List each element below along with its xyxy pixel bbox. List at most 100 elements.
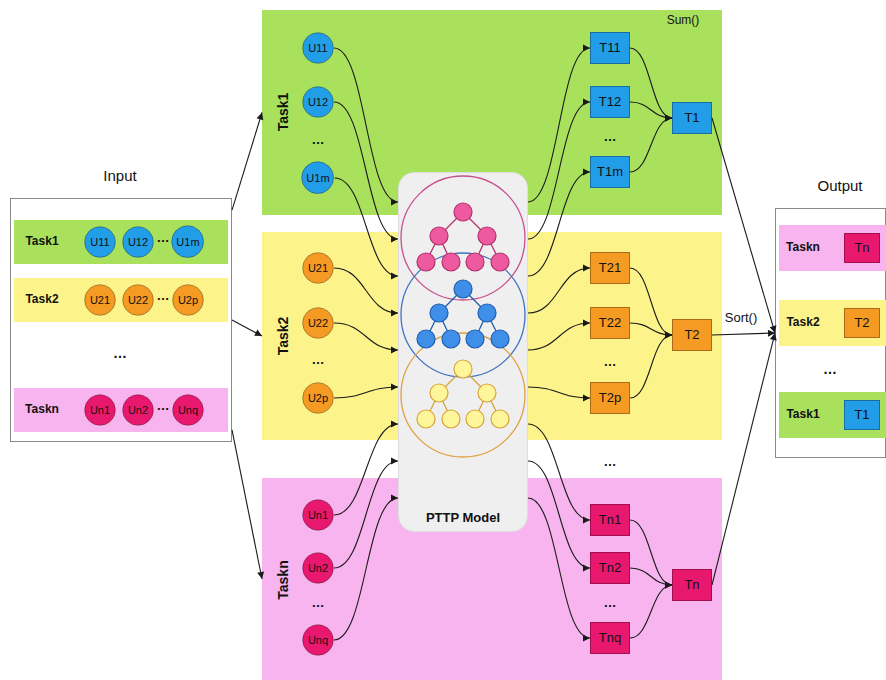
connector bbox=[528, 387, 590, 398]
arrowhead bbox=[583, 45, 590, 52]
node-text: Un2 bbox=[308, 562, 328, 575]
arrowhead bbox=[768, 330, 775, 337]
connector bbox=[528, 498, 590, 638]
node-text: Task2 bbox=[275, 317, 291, 356]
result-box: T12 bbox=[590, 86, 630, 118]
node-text: Un1 bbox=[308, 509, 328, 522]
node-text: … bbox=[604, 596, 617, 611]
node-text: U1m bbox=[306, 172, 329, 185]
unit-circle: Un2 bbox=[122, 394, 154, 426]
tree-outline bbox=[401, 176, 525, 300]
node-text: Tn1 bbox=[599, 513, 621, 528]
arrowhead bbox=[583, 320, 590, 327]
arrowhead bbox=[391, 236, 398, 243]
arrowhead bbox=[391, 384, 398, 391]
unit-circle: Unq bbox=[172, 394, 204, 426]
result-box: T21 bbox=[590, 252, 630, 284]
node-text: Tn bbox=[684, 578, 699, 593]
unit-circle: U11 bbox=[302, 32, 334, 64]
arrowhead bbox=[665, 115, 672, 122]
unit-circle: Unq bbox=[302, 624, 334, 656]
node-text: U2p bbox=[178, 294, 198, 307]
node-text: U1m bbox=[176, 236, 199, 249]
connector bbox=[334, 323, 398, 350]
tree-outline bbox=[401, 253, 525, 377]
connector bbox=[630, 102, 672, 118]
node-text: … bbox=[604, 130, 617, 145]
arrowhead bbox=[665, 582, 672, 589]
output-panel: Output…TasknTnTask2T2Task1T1 bbox=[775, 208, 886, 458]
node-text: U12 bbox=[128, 236, 148, 249]
result-box: Tn2 bbox=[590, 552, 630, 584]
connector bbox=[712, 333, 775, 585]
connector bbox=[232, 113, 262, 211]
node-text: Output bbox=[817, 177, 862, 194]
arrowhead bbox=[665, 115, 672, 122]
arrowhead bbox=[583, 565, 590, 572]
output-row: Taskn Tn bbox=[779, 225, 886, 271]
node-text: Input bbox=[103, 167, 136, 184]
arrowhead bbox=[391, 458, 398, 465]
node-text: U11 bbox=[90, 236, 109, 249]
arrowhead bbox=[665, 582, 672, 589]
arrowhead bbox=[583, 169, 590, 176]
tree-icon bbox=[417, 203, 509, 271]
arrowhead bbox=[257, 571, 264, 579]
arrowhead bbox=[583, 99, 590, 106]
arrowhead bbox=[257, 113, 264, 121]
connector bbox=[528, 323, 590, 350]
connector bbox=[334, 461, 398, 568]
node-text: Task2 bbox=[786, 316, 819, 330]
arrowhead bbox=[391, 199, 398, 206]
unit-circle: U2p bbox=[302, 382, 334, 414]
node-text: Tnq bbox=[599, 631, 621, 646]
node-text: … bbox=[113, 345, 127, 361]
node-text: U2p bbox=[308, 392, 328, 405]
total-box: T2 bbox=[672, 319, 712, 351]
arrowhead bbox=[391, 347, 398, 354]
node-text: Task1 bbox=[25, 235, 58, 249]
arrowhead bbox=[665, 332, 672, 339]
result-box: Tn1 bbox=[590, 504, 630, 536]
node-text: T1 bbox=[684, 111, 699, 126]
node-text: … bbox=[312, 596, 325, 611]
tree-outline bbox=[401, 333, 525, 457]
output-box: T2 bbox=[844, 308, 880, 338]
connector bbox=[232, 430, 262, 579]
arrowhead bbox=[254, 330, 262, 336]
node-text: U22 bbox=[308, 317, 328, 330]
node-text: T2p bbox=[599, 391, 621, 406]
connector bbox=[335, 178, 398, 276]
node-text: PTTP Model bbox=[426, 511, 500, 526]
output-box: Tn bbox=[844, 233, 880, 263]
output-row: Task1T1 bbox=[779, 392, 886, 438]
arrowhead bbox=[391, 495, 398, 502]
arrowhead bbox=[583, 395, 590, 402]
connector bbox=[528, 48, 590, 202]
node-text: Taskn bbox=[25, 403, 59, 417]
unit-circle: U1m bbox=[301, 161, 334, 194]
arrowhead bbox=[391, 310, 398, 317]
unit-circle: Un1 bbox=[302, 499, 334, 531]
connector bbox=[334, 387, 398, 398]
arrowhead bbox=[665, 582, 672, 589]
node-text: T2 bbox=[854, 316, 869, 331]
node-text: Task1 bbox=[275, 93, 291, 132]
arrowhead bbox=[665, 332, 672, 339]
result-box: Tnq bbox=[590, 622, 630, 654]
node-text: Taskn bbox=[786, 241, 820, 255]
arrowhead bbox=[665, 332, 672, 339]
node-text: Tn2 bbox=[599, 561, 621, 576]
unit-circle: U21 bbox=[302, 252, 334, 284]
unit-circle: Un1 bbox=[84, 394, 116, 426]
connector bbox=[528, 172, 590, 276]
arrowhead bbox=[665, 115, 672, 122]
unit-circle: U21 bbox=[84, 284, 116, 316]
input-panel: Input…Task1…U11U12U1mTask2…U21U22U2pTask… bbox=[10, 198, 232, 442]
node-text: Task2 bbox=[25, 293, 58, 307]
node-text: Taskn bbox=[275, 560, 291, 599]
node-text: Tn bbox=[854, 241, 869, 256]
